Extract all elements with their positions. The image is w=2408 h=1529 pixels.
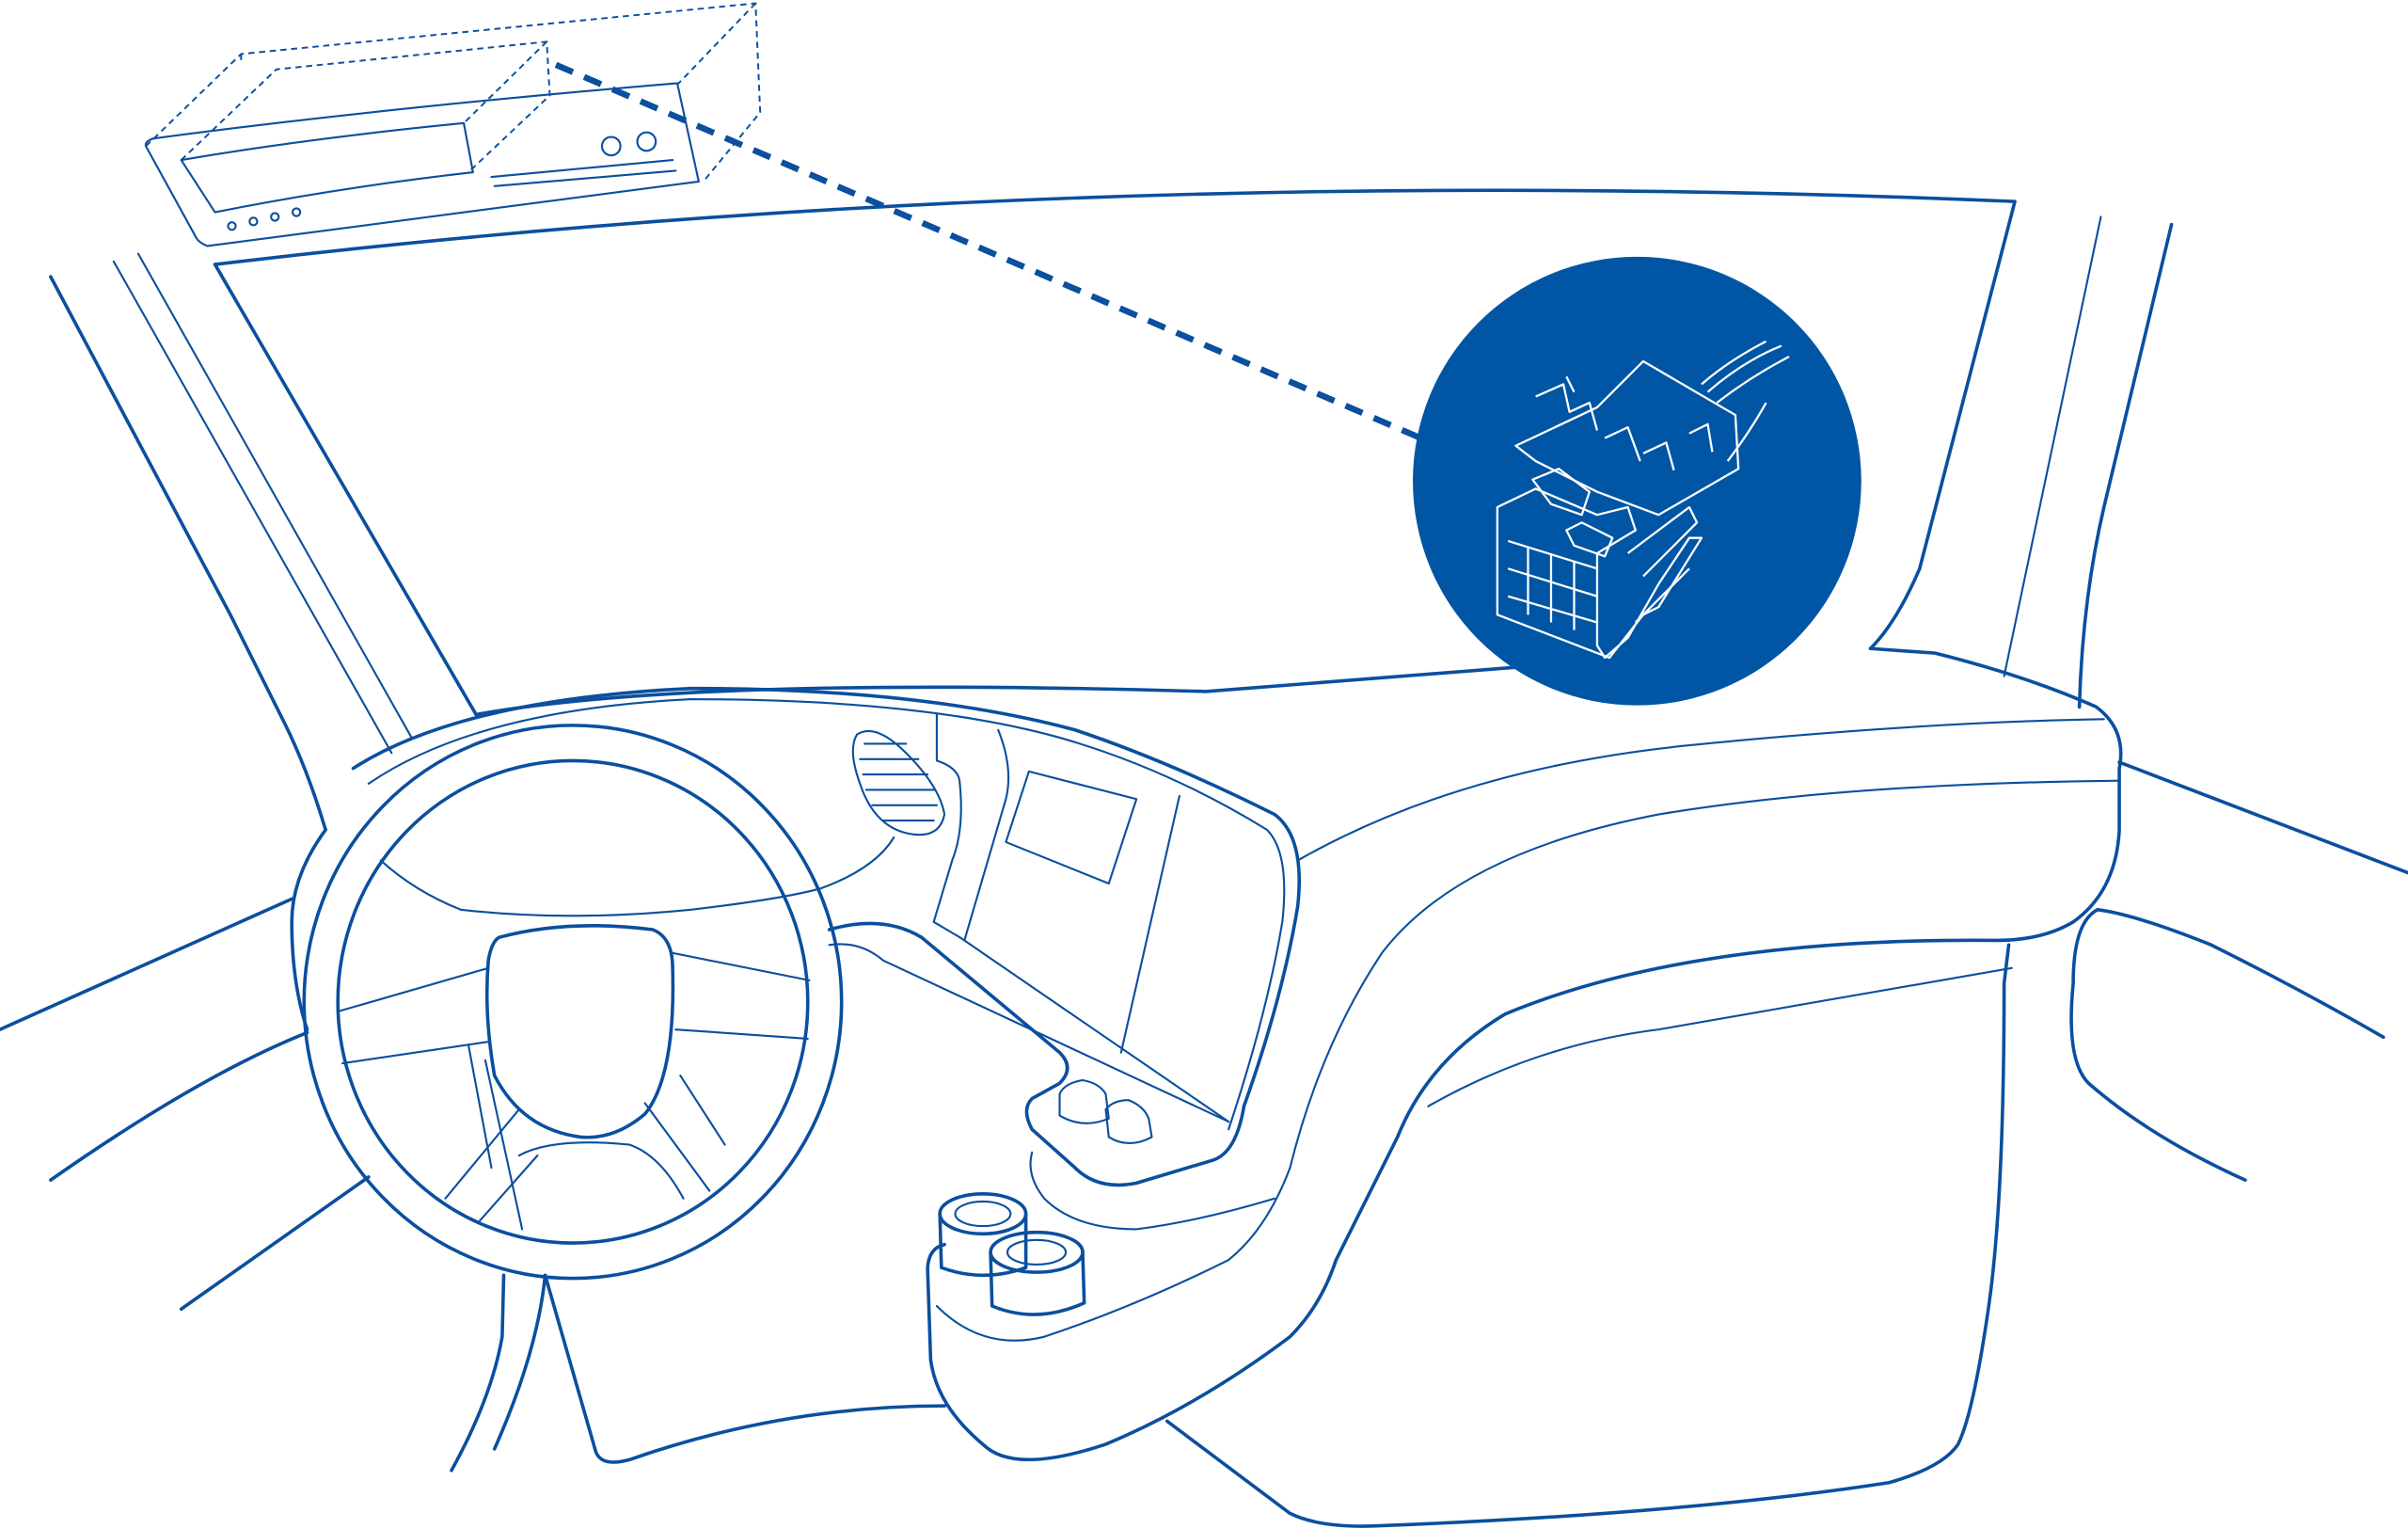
door-left: [0, 897, 547, 1473]
air-vent: [851, 729, 946, 836]
tachograph-unit: [144, 2, 762, 247]
callout-pointer-line: [554, 61, 1422, 441]
cup-holders: [938, 1192, 1086, 1316]
center-console: [828, 713, 1276, 1231]
steering-wheel: [302, 724, 895, 1281]
display-screen: [1005, 770, 1138, 885]
control-knobs: [1058, 1078, 1153, 1145]
door-right: [2069, 760, 2408, 1182]
connector-callout: [1413, 256, 1861, 706]
connector-icon: [1496, 340, 1790, 660]
dashboard: [290, 646, 2123, 1528]
a-pillar-left: [49, 252, 413, 832]
callout-circle: [1413, 256, 1861, 706]
a-pillar-right: [2003, 215, 2174, 709]
